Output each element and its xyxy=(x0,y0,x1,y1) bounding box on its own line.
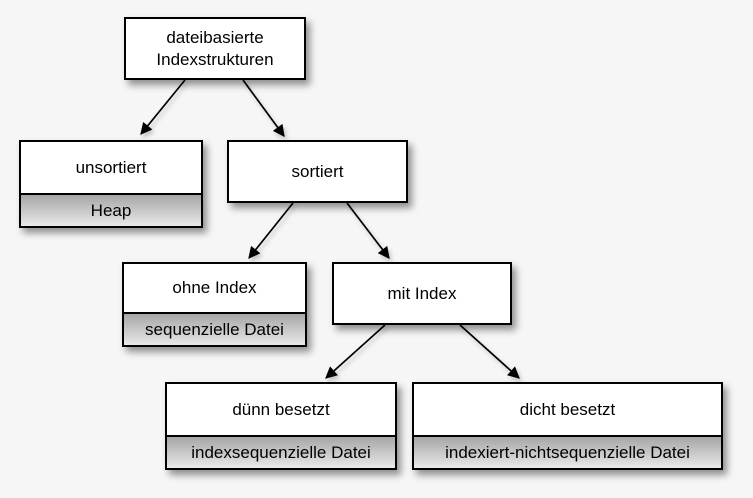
node-label: dicht besetzt xyxy=(519,399,616,419)
node-unsortiert: unsortiert Heap xyxy=(19,140,203,228)
edge-sortiert-mit-index xyxy=(346,202,390,259)
node-label: mit Index xyxy=(387,283,457,303)
node-duenn-besetzt: dünn besetzt indexsequenzielle Datei xyxy=(165,382,397,470)
edge-mit-index-dicht xyxy=(459,324,520,379)
node-sortiert: sortiert xyxy=(227,140,408,203)
edge-mit-index-duenn xyxy=(325,324,386,379)
node-sublabel: indexiert-nichtsequenzielle Datei xyxy=(414,435,721,468)
edge-sortiert-ohne-index xyxy=(248,202,294,259)
node-mit-index: mit Index xyxy=(332,262,512,325)
node-label: ohne Index xyxy=(172,278,257,298)
node-sublabel: indexsequenzielle Datei xyxy=(167,435,395,468)
node-ohne-index: ohne Index sequenzielle Datei xyxy=(122,262,307,347)
node-label: dateibasierte Indexstrukturen xyxy=(156,28,274,69)
edge-root-sortiert xyxy=(242,79,285,137)
node-root: dateibasierte Indexstrukturen xyxy=(124,17,306,80)
node-sublabel: Heap xyxy=(21,193,201,226)
node-label: unsortiert xyxy=(75,157,147,177)
node-sublabel: sequenzielle Datei xyxy=(124,312,305,345)
node-dicht-besetzt: dicht besetzt indexiert-nichtsequenziell… xyxy=(412,382,723,470)
node-label: sortiert xyxy=(291,161,344,181)
node-label: dünn besetzt xyxy=(232,399,330,419)
edge-root-unsortiert xyxy=(140,79,186,135)
